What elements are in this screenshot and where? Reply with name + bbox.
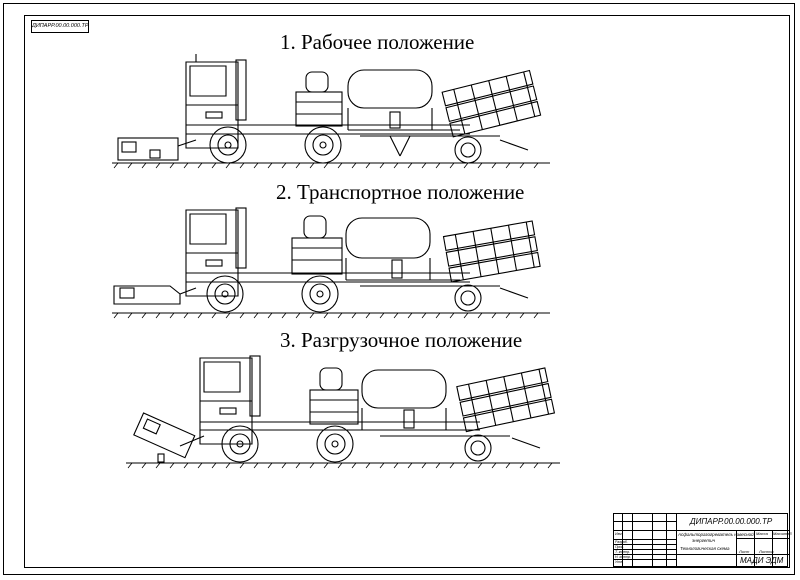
- title-block-scale-label: Масштаб: [773, 531, 792, 536]
- title-block-sheet-label: Лист: [739, 549, 750, 554]
- title-block-role-1: Изм: [615, 532, 622, 536]
- caption-transport-position: 2. Транспортное положение: [276, 180, 525, 204]
- title-block-sheets-label: Листов: [759, 549, 774, 554]
- title-block-role-3: Пров.: [615, 545, 625, 549]
- truck-drawing-transport: [112, 207, 550, 319]
- truck-drawing-working: [112, 54, 550, 169]
- caption-unloading-position: 3. Разгрузочное положение: [280, 328, 523, 352]
- title-block-title-line3: Технологическая схема: [680, 546, 730, 551]
- truck-drawing-unloading: [126, 355, 560, 469]
- title-block-role-6: Утв.: [615, 560, 623, 564]
- title-block-role-4: Т. контр.: [615, 550, 631, 554]
- outer-border: [3, 3, 795, 575]
- title-block-title-line1: Асфальторазогреватель навесной: [678, 532, 754, 537]
- title-block-organization: МАДИ ЭДМ: [740, 556, 784, 565]
- corner-stamp: ДИПАРР.00.00.000.ТР: [31, 20, 89, 33]
- caption-working-position: 1. Рабочее положение: [280, 30, 475, 54]
- title-block-role-5: Н. контр.: [615, 555, 631, 559]
- title-block: ДИПАРР.00.00.000.ТР Асфальторазогревател…: [613, 513, 792, 567]
- title-block-role-2: Разраб.: [615, 540, 628, 544]
- drawing-frame: [24, 15, 790, 568]
- title-block-mass-label: Масса: [756, 531, 768, 536]
- title-block-designation: ДИПАРР.00.00.000.ТР: [690, 517, 773, 526]
- title-block-title-line2: энергетич: [692, 538, 715, 543]
